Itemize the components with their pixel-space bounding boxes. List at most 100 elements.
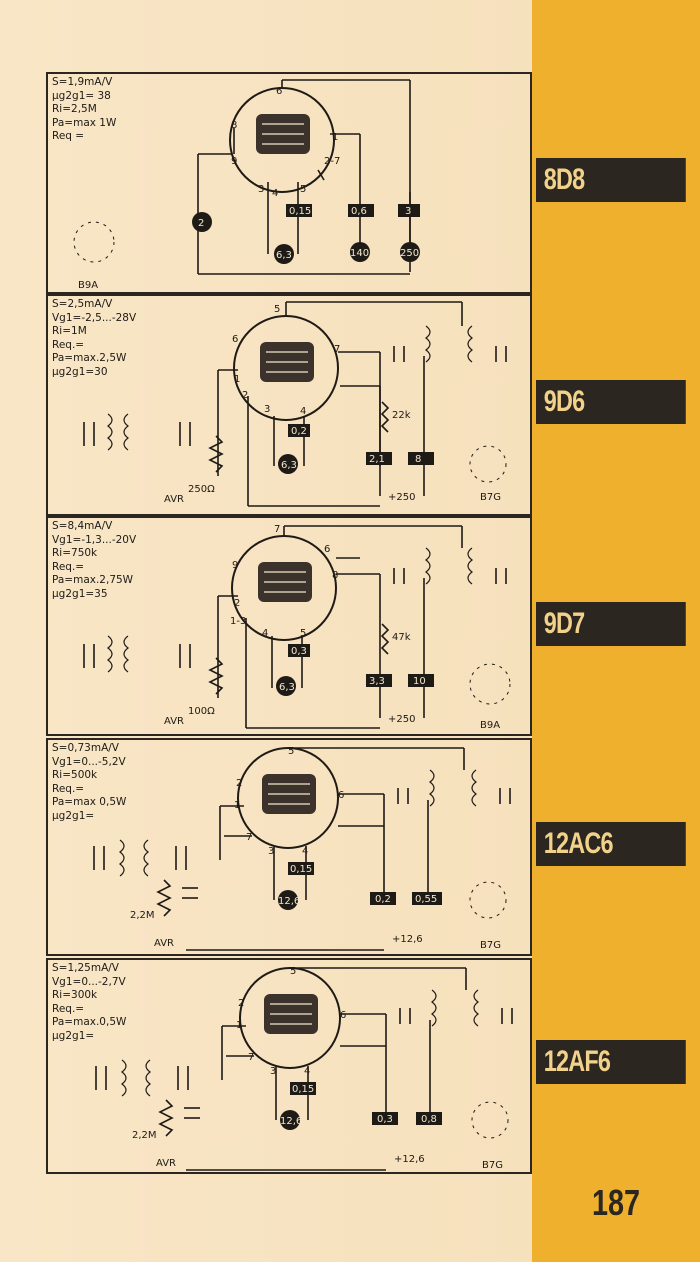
pin-label: 2 [234,598,240,609]
base-type: B9A [480,720,500,731]
spec-line: Req = [52,130,85,142]
spec-line: Vg1=-2,5...-28V [52,311,137,324]
supply-value: 12,6 [278,896,300,907]
spec-list: S=1,9mA/V µg2g1= 38 Ri=2,5M Pa=max 1W Re… [52,76,116,144]
spec-line: Ri=1M [52,325,87,337]
spec-line: Req.= [52,338,85,351]
pin-label: 4 [304,1066,310,1077]
spec-line: Vg1=0...-2,7V [52,975,126,988]
supply-value: 140 [350,248,369,259]
pin-label: 3 [264,404,270,415]
supply-value: 12,6 [280,1116,302,1127]
avr-label: AVR [164,494,184,505]
pin-label: 1 [234,374,240,385]
pin-label: 2 [242,390,248,401]
base-type: B7G [480,492,501,503]
voltage-box: 0,8 [421,1114,437,1125]
tube-label-8d8: 8D8 [536,158,686,202]
pin-label: 4 [272,188,278,199]
spec-list: S=2,5mA/V Vg1=-2,5...-28V Ri=1M Req.= Pa… [52,298,136,379]
spec-line: Pa=max.2,5W [52,352,127,364]
pin-label: 1 [332,132,338,143]
pin-label: 6 [340,1010,346,1021]
spec-line: Pa=max.2,75W [52,574,134,586]
supply-value: 250 [400,248,419,259]
pin-label: 6 [232,334,238,345]
pin-label: 9 [232,560,238,571]
pin-label: 1 [236,1020,242,1031]
pin-label: 2-7 [324,156,340,167]
pin-label: 6 [338,790,344,801]
pin-label: 4 [262,628,268,639]
pin-label: 5 [274,304,280,315]
spec-line: Vg1=-1,3...-20V [52,533,137,546]
voltage-box: 3 [405,206,411,217]
supply-value: +250 [388,714,415,725]
tube-label-9d7: 9D7 [536,602,686,646]
tube-panel-12ac6: S=0,73mA/V Vg1=0...-5,2V Ri=500k Req.= P… [46,738,532,956]
schematic-9d6: 6,3 +250 0,2 2,1 8 22k 250Ω AVR 5 6 7 1 … [83,301,507,507]
tube-panel-9d7: S=8,4mA/V Vg1=-1,3...-20V Ri=750k Req.= … [46,516,532,736]
pin-label: 4 [300,406,306,417]
pin-label: 3 [258,184,264,195]
spec-line: Pa=max 1W [52,116,117,129]
voltage-box: 0,2 [291,426,307,437]
pin-label: 6 [324,544,330,555]
pin-label: 5 [290,966,296,977]
spec-line: Ri=500k [52,769,98,781]
voltage-box: 2,1 [369,454,385,465]
supply-value: 6,3 [281,460,297,471]
spec-line: µg2g1= [52,809,95,822]
spec-line: Req.= [52,560,85,573]
spec-line: Ri=2,5M [52,103,97,115]
supply-value: 6,3 [279,682,295,693]
voltage-box: 0,15 [289,206,311,217]
spec-line: S=8,4mA/V [52,520,113,532]
base-type: B7G [482,1160,503,1171]
voltage-box: 0,3 [377,1114,393,1125]
resistor-value: 2,2M [132,1130,157,1141]
pin-label: 5 [288,746,294,757]
pin-label: 2 [236,778,242,789]
voltage-box: 0,3 [291,646,307,657]
base-type: B9A [78,280,98,291]
pin-label: 8 [231,120,237,131]
spec-line: Pa=max.0,5W [52,1016,127,1028]
page-number: 187 [592,1182,641,1223]
avr-label: AVR [164,716,184,727]
spec-list: S=1,25mA/V Vg1=0...-2,7V Ri=300k Req.= P… [52,962,126,1043]
spec-line: S=2,5mA/V [52,298,113,310]
supply-value: +12,6 [394,1154,425,1165]
tube-panel-9d6: S=2,5mA/V Vg1=-2,5...-28V Ri=1M Req.= Pa… [46,294,532,516]
pin-label: 9 [231,156,237,167]
spec-line: S=1,25mA/V [52,962,119,974]
avr-label: AVR [154,938,174,949]
pin-label: 3 [270,1066,276,1077]
voltage-box: 3,3 [369,676,385,687]
spec-line: µg2g1= [52,1029,95,1042]
voltage-box: 8 [415,454,421,465]
pin-label: 1-3 [230,616,246,627]
voltage-box: 0,6 [351,206,367,217]
tube-label-9d6: 9D6 [536,380,686,424]
supply-value: +12,6 [392,934,423,945]
voltage-box: 0,2 [375,894,391,905]
voltage-box: 10 [413,676,426,687]
pin-label: 7 [334,344,340,355]
spec-line: Req.= [52,1002,85,1015]
voltage-box: 0,15 [290,864,312,875]
spec-line: S=1,9mA/V [52,76,113,88]
spec-list: S=0,73mA/V Vg1=0...-5,2V Ri=500k Req.= P… [52,742,126,823]
resistor-value: 2,2M [130,910,155,921]
schematic-8d8: 2 6,3 140 250 0,15 0,6 3 8 1 9 3 4 5 2-7… [73,79,420,291]
spec-line: Ri=750k [52,547,98,559]
pin-label: 7 [274,524,280,535]
spec-line: Req.= [52,782,85,795]
voltage-box: 0,15 [292,1084,314,1095]
spec-line: Pa=max 0,5W [52,796,127,808]
spec-line: µg2g1=35 [52,587,108,600]
spec-list: S=8,4mA/V Vg1=-1,3...-20V Ri=750k Req.= … [52,520,136,601]
pin-label: 7 [248,1052,254,1063]
resistor-value: 47k [392,632,411,643]
pin-label: 7 [246,832,252,843]
